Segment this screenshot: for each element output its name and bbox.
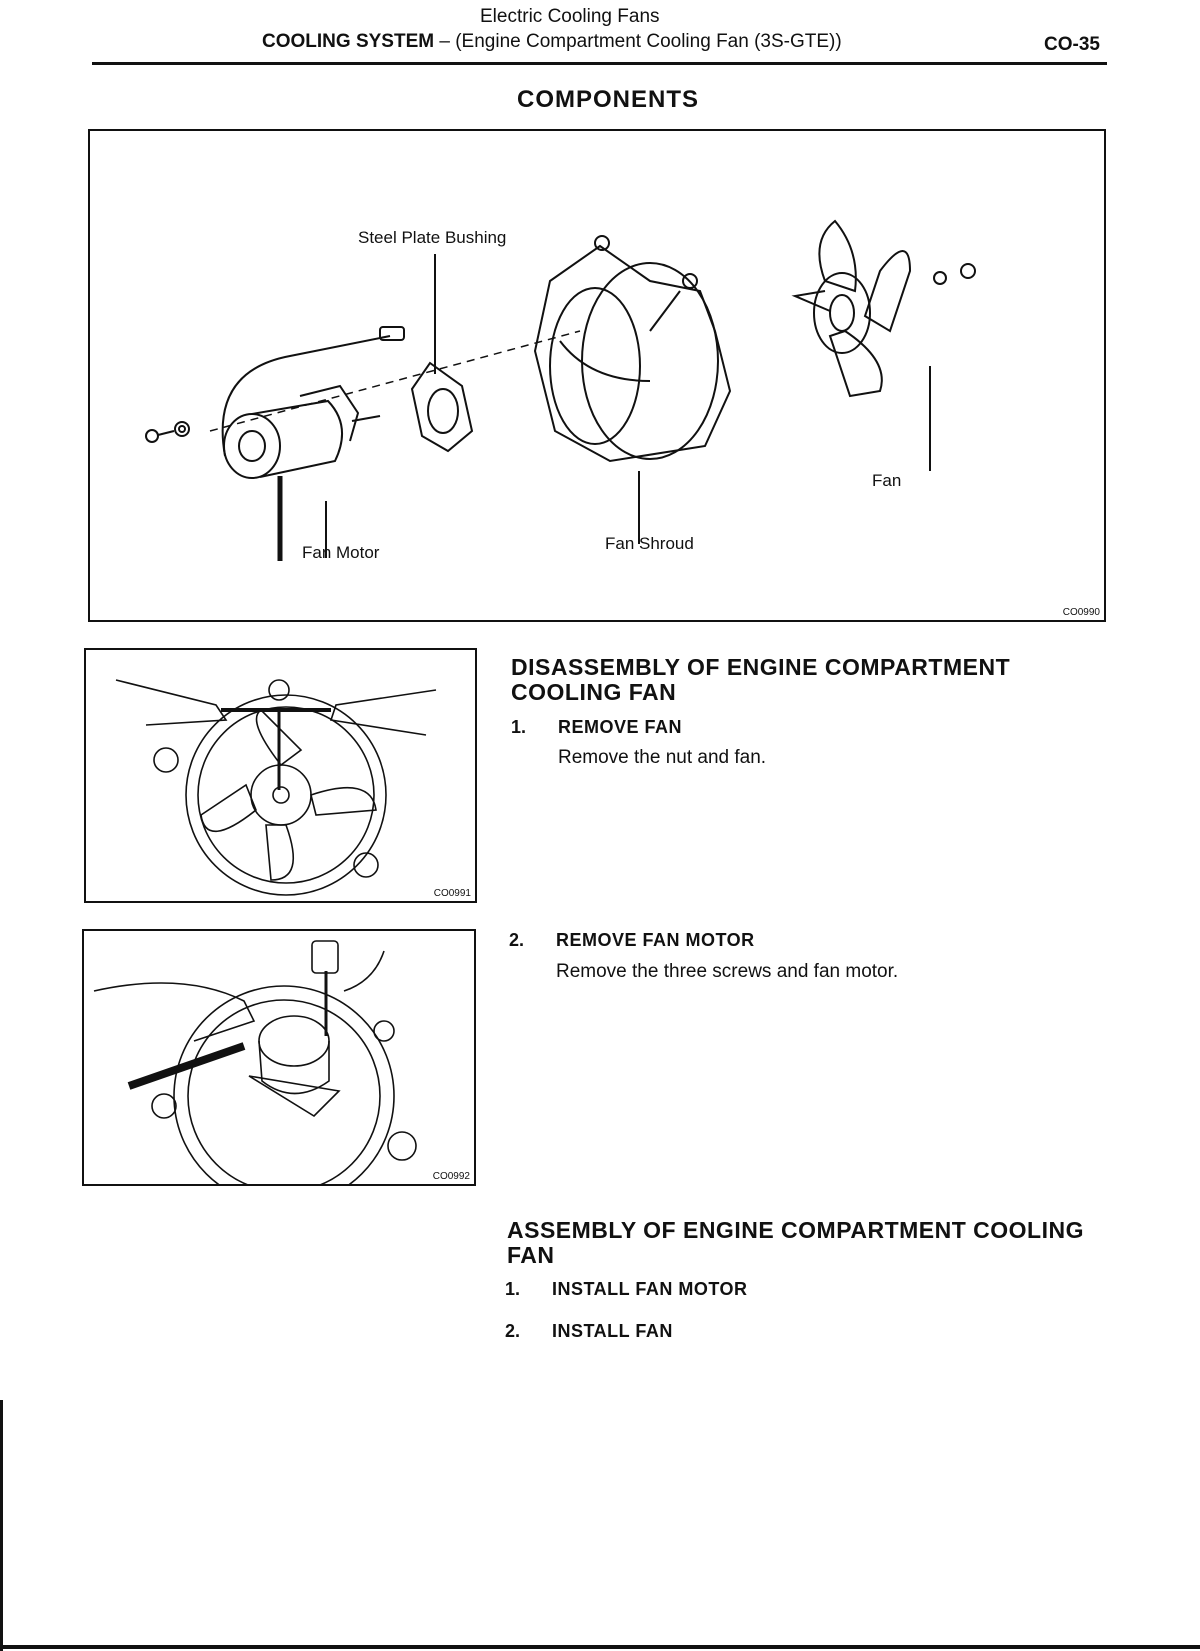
header-system: COOLING SYSTEM (262, 31, 435, 52)
fan-shroud-drawing (533, 235, 732, 463)
assembly-title: ASSEMBLY OF ENGINE COMPARTMENT COOLING F… (507, 1217, 1084, 1268)
header-rule (92, 62, 1107, 65)
remove-fan-figure: CO0991 (84, 648, 477, 903)
step-number: 2. (505, 1321, 521, 1341)
remove-fan-motor-figure: CO0992 (82, 929, 476, 1186)
label-fan-motor: Fan Motor (302, 543, 380, 562)
scan-edge-bottom (0, 1645, 1200, 1649)
header-section-line: COOLING SYSTEM – (Engine Compartment Coo… (262, 31, 842, 53)
step-title: INSTALL FAN MOTOR (552, 1279, 748, 1299)
components-figure: Steel Plate Bushing Fan Fan Motor Fan Sh… (88, 129, 1106, 622)
figure-code: CO0990 (1062, 607, 1100, 618)
figure-code: CO0991 (433, 888, 471, 899)
label-steel-plate-bushing: Steel Plate Bushing (358, 228, 507, 247)
remove-fan-illustration (115, 679, 437, 896)
bushing-plate-drawing (410, 361, 474, 453)
screw-icon (145, 421, 190, 443)
step-number: 1. (505, 1279, 521, 1299)
step-text: Remove the three screws and fan motor. (556, 961, 899, 982)
label-fan: Fan (872, 471, 902, 490)
step-number: 1. (511, 717, 527, 737)
scan-edge-left (0, 1400, 3, 1651)
step-title: REMOVE FAN MOTOR (556, 930, 755, 950)
label-fan-shroud: Fan Shroud (605, 534, 694, 553)
header-dash: – (439, 31, 450, 52)
header-subtitle: Electric Cooling Fans (480, 6, 660, 27)
fan-drawing (791, 219, 976, 398)
fan-motor-drawing (221, 326, 405, 561)
step-text: Remove the nut and fan. (558, 747, 767, 768)
step-number: 2. (509, 930, 525, 950)
header-section: (Engine Compartment Cooling Fan (3S-GTE)… (455, 31, 842, 52)
components-illustration (145, 219, 976, 561)
step-title: REMOVE FAN (558, 717, 683, 737)
components-title: COMPONENTS (517, 86, 700, 113)
disassembly-title: DISASSEMBLY OF ENGINE COMPARTMENT COOLIN… (511, 654, 1011, 705)
figure-code: CO0992 (432, 1171, 470, 1182)
remove-fan-motor-illustration (93, 940, 417, 1184)
page-number: CO-35 (1044, 34, 1100, 55)
step-title: INSTALL FAN (552, 1321, 673, 1341)
